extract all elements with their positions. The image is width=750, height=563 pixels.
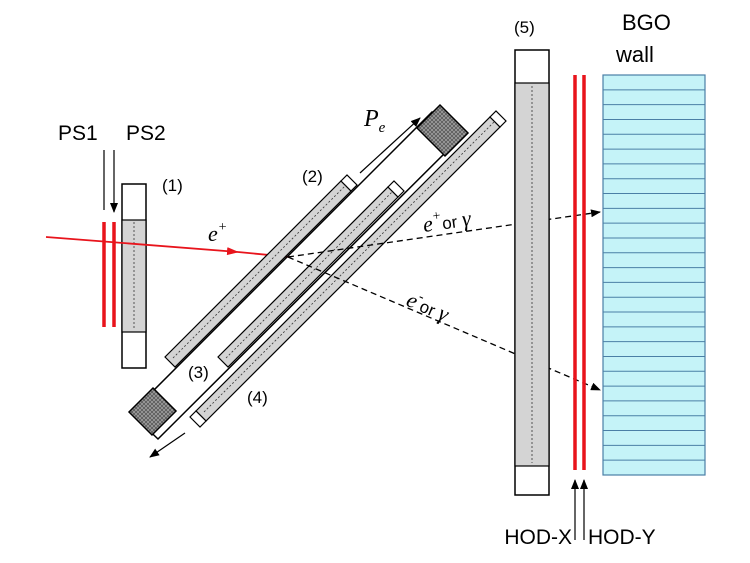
hodoscope-4: (4) xyxy=(189,110,507,428)
beam-arrow xyxy=(45,236,239,256)
hodoscope-1: (1) xyxy=(121,176,183,369)
ps1-label: PS1 xyxy=(58,122,98,145)
bgo-rows xyxy=(603,89,705,461)
bgo-label-line1: BGO xyxy=(622,10,671,35)
hod-counters: HOD-X HOD-Y xyxy=(504,75,656,549)
label-1: (1) xyxy=(162,176,183,195)
bgo-wall: BGO wall xyxy=(602,10,706,476)
hod-y-label: HOD-Y xyxy=(588,526,656,549)
label-2: (2) xyxy=(302,167,323,186)
eplus-label: e+ xyxy=(208,220,227,246)
label-5: (5) xyxy=(514,18,535,37)
hodoscope-5: (5) xyxy=(514,18,550,496)
magnet xyxy=(127,103,470,441)
label-4: (4) xyxy=(247,388,268,407)
label-3: (3) xyxy=(188,363,209,382)
hod-x-label: HOD-X xyxy=(504,526,572,549)
out-bottom-label: e-orγ xyxy=(403,286,454,327)
pe-arrow xyxy=(359,117,421,174)
magnet-pole-top xyxy=(415,103,470,158)
pe-label: Pe xyxy=(363,106,386,136)
out-top-label: e+orγ xyxy=(421,204,473,237)
ps2-label: PS2 xyxy=(126,122,166,145)
magnet-pole-bottom xyxy=(127,386,178,437)
hodoscope-3: (3) xyxy=(188,180,405,382)
ps-counters: PS1 PS2 xyxy=(58,122,166,327)
bgo-label-line2: wall xyxy=(615,42,654,67)
hodoscope-2: (2) xyxy=(164,167,358,368)
pe-arrow-bottom xyxy=(149,432,186,458)
bgo-block xyxy=(602,74,706,476)
